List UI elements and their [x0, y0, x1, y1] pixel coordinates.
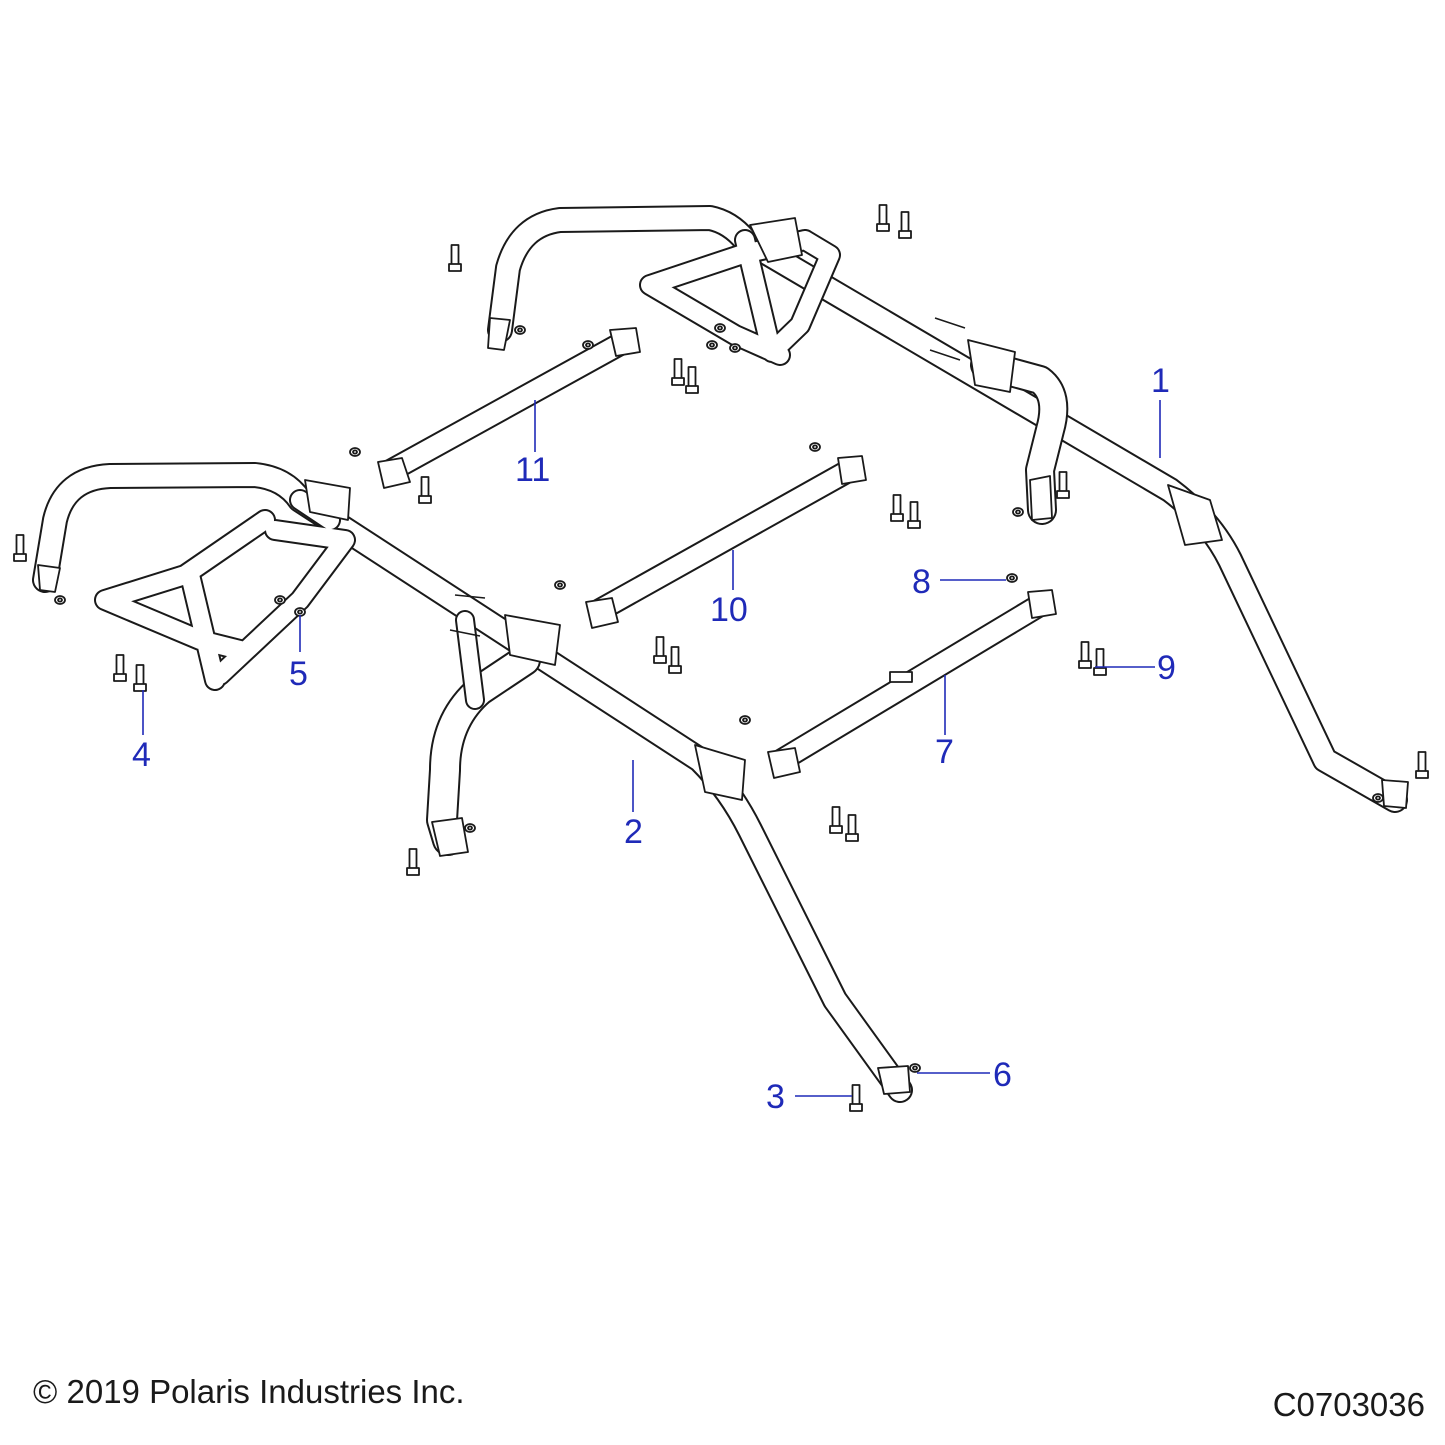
- callout-11: 11: [515, 451, 551, 489]
- callout-1: 1: [1151, 362, 1170, 400]
- cross-bar-7: [767, 589, 1057, 779]
- callout-8: 8: [912, 563, 931, 601]
- callout-2: 2: [624, 813, 643, 851]
- callout-3: 3: [766, 1078, 785, 1116]
- callout-7: 7: [935, 733, 954, 771]
- callout-6: 6: [993, 1056, 1012, 1094]
- cross-bar-11: [377, 327, 641, 489]
- callout-4: 4: [132, 736, 151, 774]
- rear-cage-frame: [487, 205, 1409, 813]
- diagram-code: C0703036: [1272, 1386, 1425, 1423]
- front-cage-frame: [32, 462, 913, 1103]
- callout-9: 9: [1157, 649, 1176, 687]
- leader-lines: [142, 400, 1161, 1097]
- callout-5: 5: [289, 655, 308, 693]
- copyright-notice: © 2019 Polaris Industries Inc.: [33, 1373, 465, 1410]
- cross-bar-10: [585, 455, 867, 629]
- callout-10: 10: [710, 591, 748, 629]
